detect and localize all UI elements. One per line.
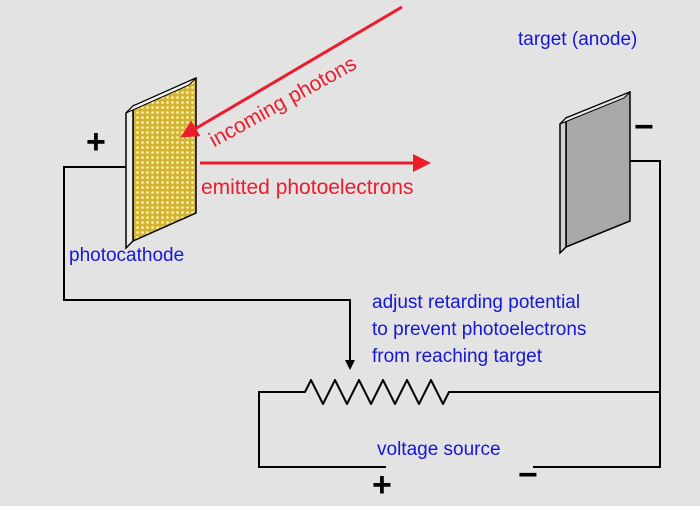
target-anode-label: target (anode) <box>518 29 638 50</box>
source-minus-sign: − <box>518 456 538 494</box>
voltage-source-label: voltage source <box>377 439 501 460</box>
resistor-symbol <box>295 379 462 405</box>
source-right-wire <box>462 391 661 468</box>
incoming-photons-arrow <box>180 5 403 138</box>
photocathode-label: photocathode <box>69 245 185 266</box>
source-left-wire <box>258 391 386 468</box>
source-plus-sign: + <box>372 466 392 504</box>
cathode-wire <box>63 166 355 370</box>
photocathode-plate <box>125 76 197 250</box>
emitted-photoelectrons-label: emitted photoelectrons <box>201 176 414 199</box>
anode-plate <box>559 90 631 255</box>
anode-minus-sign: − <box>634 108 654 146</box>
cathode-plus-sign: + <box>86 123 106 161</box>
retarding-potential-note: adjust retarding potential to prevent ph… <box>372 292 587 367</box>
